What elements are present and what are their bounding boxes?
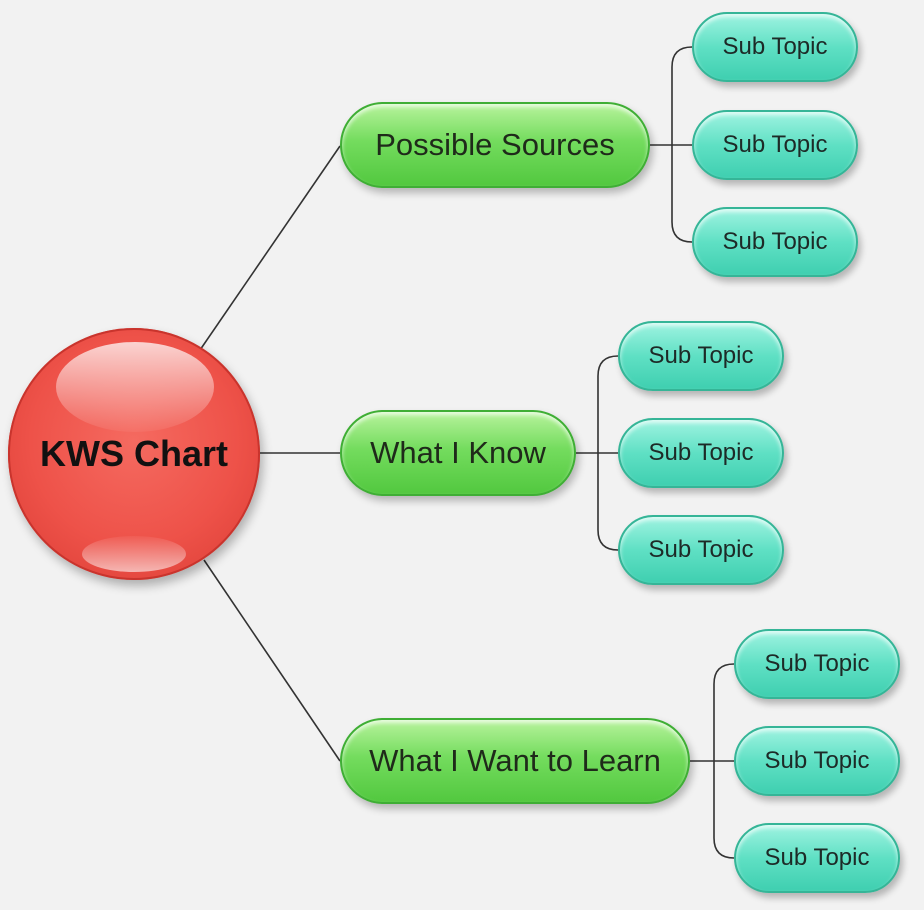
subtopic-node[interactable]: Sub Topic <box>734 823 900 893</box>
branch-node-label: What I Want to Learn <box>369 743 661 778</box>
subtopic-label: Sub Topic <box>764 650 870 677</box>
subtopic-node[interactable]: Sub Topic <box>618 321 784 391</box>
branch-node-what-i-know[interactable]: What I Know <box>340 410 576 496</box>
central-node-gloss-bottom <box>82 536 186 572</box>
branch-node-label: What I Know <box>370 435 546 470</box>
branch-node-possible-sources[interactable]: Possible Sources <box>340 102 650 188</box>
subtopic-label: Sub Topic <box>722 131 828 158</box>
subtopic-node[interactable]: Sub Topic <box>692 110 858 180</box>
subtopic-label: Sub Topic <box>722 228 828 255</box>
central-node-kws-chart[interactable]: KWS Chart <box>8 328 260 580</box>
connector-central-branch-1 <box>199 145 341 351</box>
central-node-label: KWS Chart <box>40 433 228 474</box>
subtopic-node[interactable]: Sub Topic <box>692 207 858 277</box>
central-node-gloss-top <box>56 342 214 432</box>
subtopic-label: Sub Topic <box>722 33 828 60</box>
subtopic-node[interactable]: Sub Topic <box>618 515 784 585</box>
branch-node-label: Possible Sources <box>375 127 615 162</box>
connector-central-branch-3 <box>203 559 341 762</box>
subtopic-label: Sub Topic <box>648 439 754 466</box>
subtopic-label: Sub Topic <box>648 342 754 369</box>
branch-node-what-i-want-to-learn[interactable]: What I Want to Learn <box>340 718 690 804</box>
subtopic-node[interactable]: Sub Topic <box>692 12 858 82</box>
subtopic-node[interactable]: Sub Topic <box>734 726 900 796</box>
subtopic-label: Sub Topic <box>764 844 870 871</box>
subtopic-label: Sub Topic <box>764 747 870 774</box>
subtopic-node[interactable]: Sub Topic <box>734 629 900 699</box>
subtopic-node[interactable]: Sub Topic <box>618 418 784 488</box>
subtopic-label: Sub Topic <box>648 536 754 563</box>
